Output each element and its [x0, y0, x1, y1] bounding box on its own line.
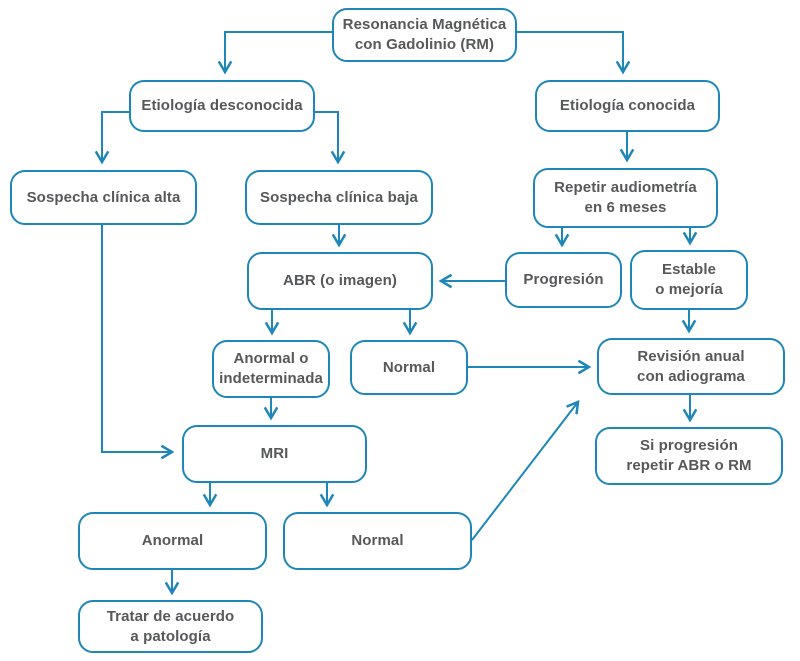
node-normal-inferior: Normal [283, 512, 472, 570]
node-si-progresion: Si progresión repetir ABR o RM [595, 427, 783, 485]
node-abr-o-imagen: ABR (o imagen) [247, 252, 433, 310]
node-progresion: Progresión [505, 252, 622, 308]
arrow-etiologia-desconocida-to-sospecha-baja [315, 111, 346, 165]
node-sospecha-clinica-baja: Sospecha clínica baja [245, 170, 433, 225]
node-anormal-inferior: Anormal [78, 512, 267, 570]
node-etiologia-desconocida: Etiología desconocida [129, 80, 315, 132]
arrow-etiologia-desconocida-to-sospecha-alta [94, 111, 129, 165]
node-etiologia-conocida: Etiología conocida [535, 80, 720, 132]
arrow-rm-to-etiologia-desconocida [217, 31, 332, 75]
arrow-rm-to-etiologia-conocida [517, 31, 631, 75]
node-anormal-o-indeterminada: Anormal o indeterminada [212, 340, 330, 398]
node-tratar-patologia: Tratar de acuerdo a patología [78, 600, 263, 653]
node-estable-o-mejoria: Estable o mejoría [630, 250, 748, 310]
node-repetir-audiometria: Repetir audiometría en 6 meses [533, 168, 718, 228]
arrow-normal-inferior-to-revision-anual [471, 400, 580, 541]
arrow-sospecha-alta-to-mri [101, 225, 175, 460]
node-resonancia-magnetica: Resonancia Magnética con Gadolinio (RM) [332, 8, 517, 62]
node-mri: MRI [182, 425, 367, 483]
node-sospecha-clinica-alta: Sospecha clínica alta [10, 170, 197, 225]
node-revision-anual: Revisión anual con adiograma [597, 338, 785, 395]
node-normal-superior: Normal [350, 340, 468, 395]
